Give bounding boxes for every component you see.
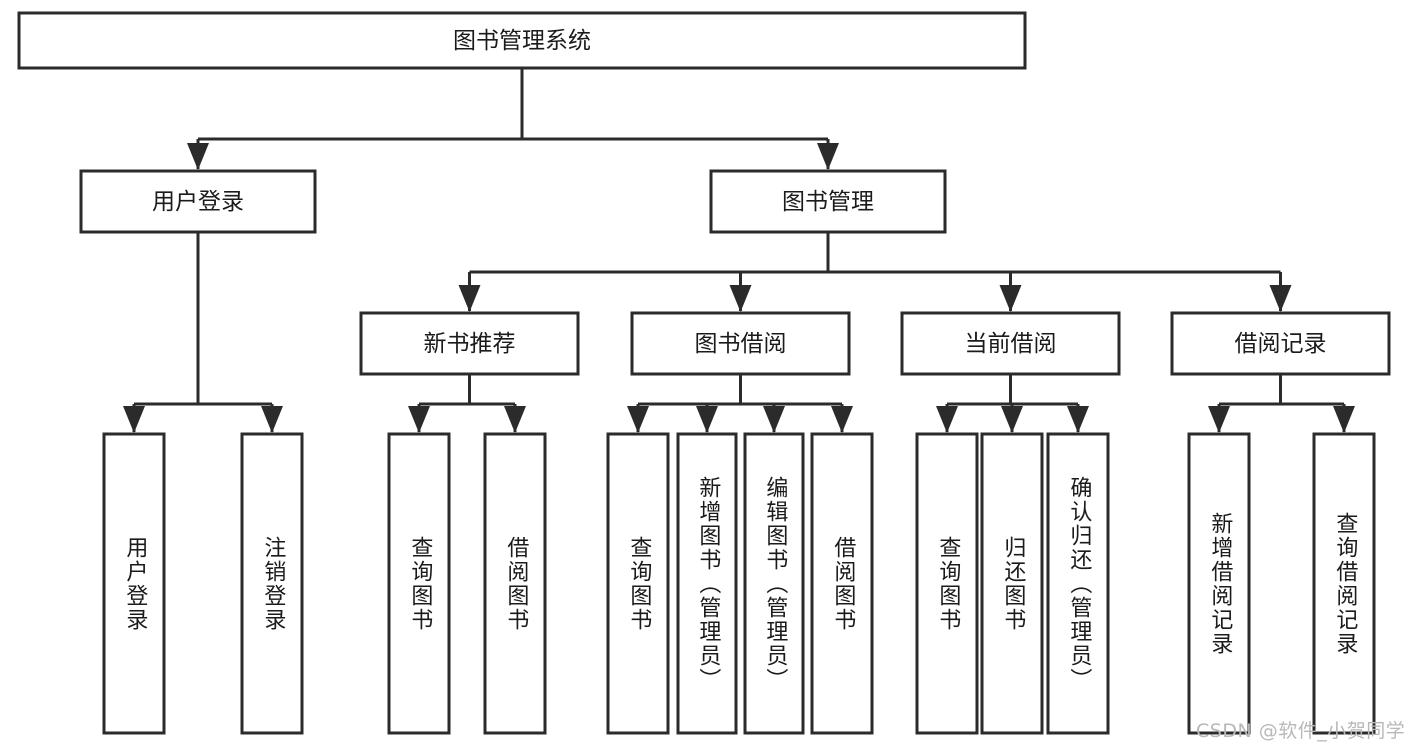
node-label-book-manage: 图书管理 [782, 189, 874, 215]
bookmanage-to-level2-arrow-2 [999, 285, 1022, 312]
node-label-current-borrow: 当前借阅 [965, 331, 1057, 357]
node-boxes [17, 11, 1391, 735]
level2-0-to-leaves-arrow-1 [504, 406, 526, 433]
leaf-leaf-rec-query-book[interactable] [387, 432, 451, 735]
bookmanage-to-level2-arrow-3 [1269, 285, 1292, 312]
leaf-leaf-cur-confirm-return[interactable] [1046, 432, 1110, 735]
node-root[interactable] [17, 11, 1027, 70]
leaf-leaf-user-login[interactable] [102, 432, 166, 735]
level2-2-to-leaves-arrow-0 [936, 406, 958, 433]
bookmanage-to-level2-arrow-0 [458, 285, 481, 312]
level2-0-to-leaves-arrow-0 [408, 406, 430, 433]
node-label-borrow-record: 借阅记录 [1235, 331, 1327, 357]
leaf-leaf-borrow-edit-book[interactable] [743, 432, 805, 735]
node-book-borrow[interactable] [630, 311, 851, 376]
leaf-leaf-user-logout[interactable] [240, 432, 304, 735]
leaf-leaf-borrow-add-book[interactable] [676, 432, 738, 735]
leaf-leaf-cur-return-book[interactable] [980, 432, 1044, 735]
node-label-root: 图书管理系统 [453, 28, 591, 54]
leaf-leaf-borrow-lend-book[interactable] [810, 432, 874, 735]
leaf-leaf-borrow-query-book[interactable] [606, 432, 670, 735]
node-user-login[interactable] [79, 169, 317, 234]
node-borrow-record[interactable] [1170, 311, 1391, 376]
level2-1-to-leaves-arrow-1 [696, 406, 718, 433]
node-label-new-book-rec: 新书推荐 [424, 331, 516, 357]
level2-2-to-leaves-arrow-1 [1001, 406, 1023, 433]
root-to-level1-arrow-1 [817, 143, 839, 170]
level2-2-to-leaves-arrow-2 [1067, 406, 1089, 433]
level2-1-to-leaves-arrow-3 [831, 406, 853, 433]
connector-lines [123, 68, 1355, 433]
node-book-manage[interactable] [709, 169, 947, 234]
root-to-level1-arrow-0 [187, 143, 209, 170]
node-new-book-rec[interactable] [359, 311, 580, 376]
level2-3-to-leaves-arrow-0 [1208, 406, 1230, 433]
level2-1-to-leaves-arrow-0 [627, 406, 649, 433]
level2-3-to-leaves-arrow-1 [1333, 406, 1355, 433]
node-label-user-login: 用户登录 [152, 189, 244, 215]
node-label-book-borrow: 图书借阅 [695, 331, 787, 357]
level2-1-to-leaves-arrow-2 [763, 406, 785, 433]
csdn-watermark: CSDN @软件_小贺同学 [1196, 720, 1405, 742]
leaf-leaf-rec-query-record[interactable] [1312, 432, 1376, 735]
userlogin-to-leaves-arrow-1 [261, 406, 283, 433]
leaf-leaf-cur-query-book[interactable] [915, 432, 979, 735]
userlogin-to-leaves-arrow-0 [123, 406, 145, 433]
leaf-leaf-rec-borrow-book[interactable] [483, 432, 547, 735]
leaf-leaf-rec-add-record[interactable] [1187, 432, 1251, 735]
node-current-borrow[interactable] [900, 311, 1121, 376]
bookmanage-to-level2-arrow-1 [729, 285, 752, 312]
